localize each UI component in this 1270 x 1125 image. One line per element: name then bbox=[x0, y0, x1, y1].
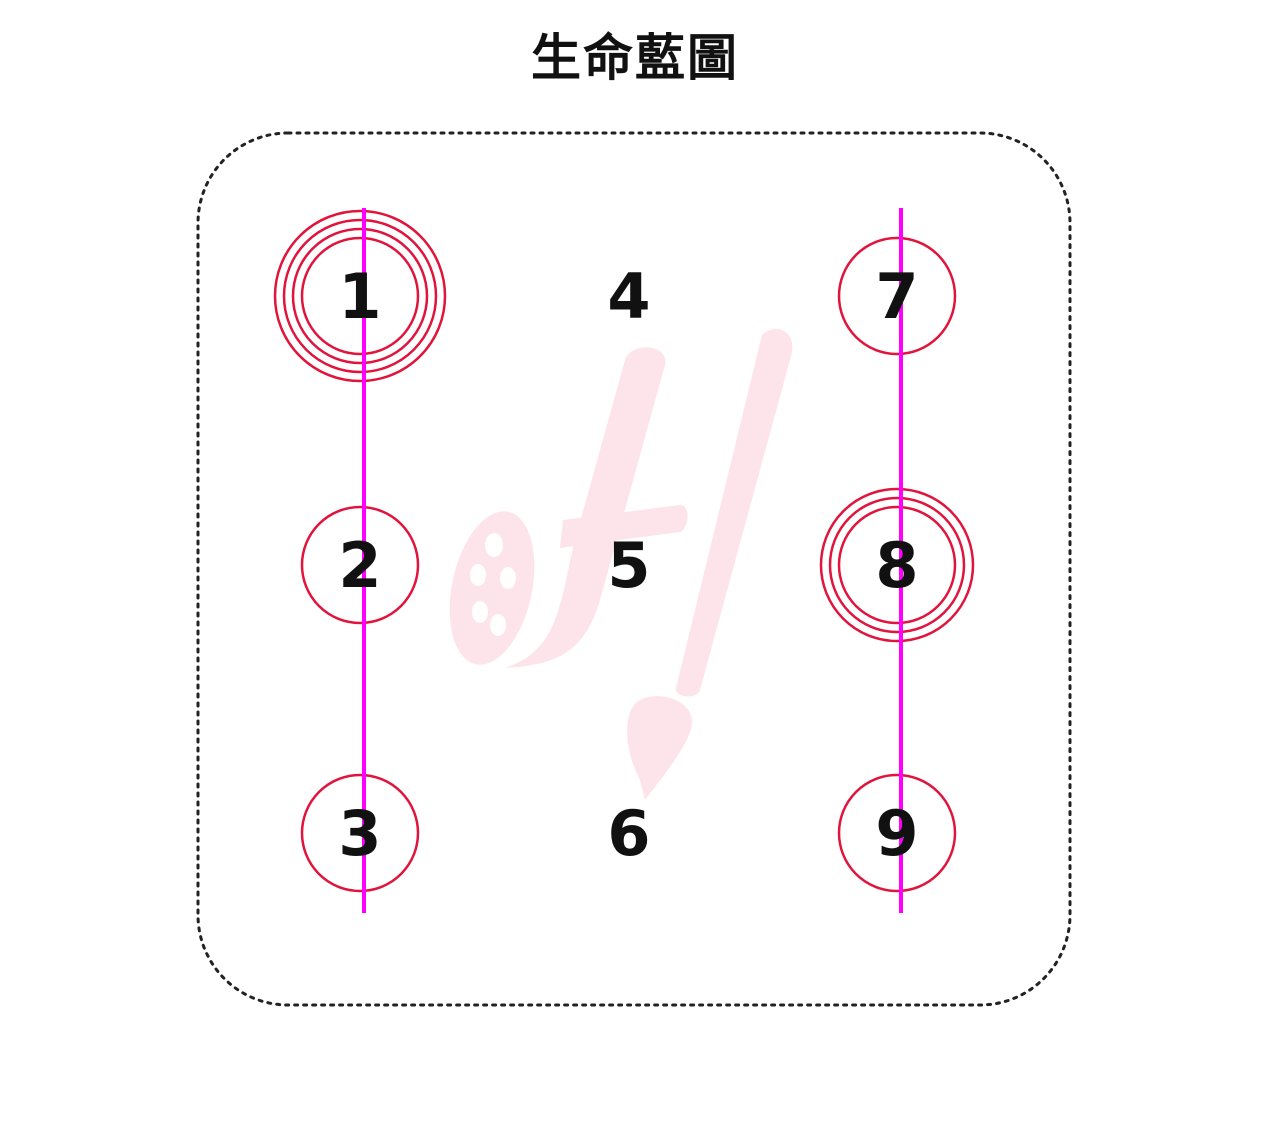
number-2: 2 bbox=[338, 529, 381, 602]
rings-layer bbox=[273, 209, 975, 893]
numbers-layer: 1 2 3 4 5 6 7 8 9 bbox=[338, 260, 918, 870]
connection-lines bbox=[362, 208, 903, 913]
number-8: 8 bbox=[875, 529, 918, 602]
number-3: 3 bbox=[338, 797, 381, 870]
ring-1-3 bbox=[282, 218, 438, 374]
ring-8-3 bbox=[819, 487, 975, 643]
grid-border bbox=[196, 131, 1072, 1007]
ring-1-1 bbox=[300, 236, 420, 356]
page-title: 生命藍圖 bbox=[531, 29, 739, 87]
logo-holes bbox=[470, 533, 516, 636]
ring-1-4 bbox=[273, 209, 447, 383]
ring-3-1 bbox=[300, 773, 420, 893]
pen-brush-logo-icon bbox=[449, 328, 793, 800]
number-7: 7 bbox=[875, 260, 918, 333]
number-6: 6 bbox=[607, 797, 650, 870]
ring-1-2 bbox=[291, 227, 429, 365]
number-9: 9 bbox=[875, 797, 918, 870]
number-5: 5 bbox=[607, 529, 650, 602]
ring-8-2 bbox=[828, 496, 966, 634]
number-1: 1 bbox=[338, 260, 381, 333]
ring-8-1 bbox=[837, 505, 957, 625]
ring-7-1 bbox=[837, 236, 957, 356]
ring-9-1 bbox=[837, 773, 957, 893]
number-4: 4 bbox=[607, 260, 650, 333]
ring-2-1 bbox=[300, 505, 420, 625]
